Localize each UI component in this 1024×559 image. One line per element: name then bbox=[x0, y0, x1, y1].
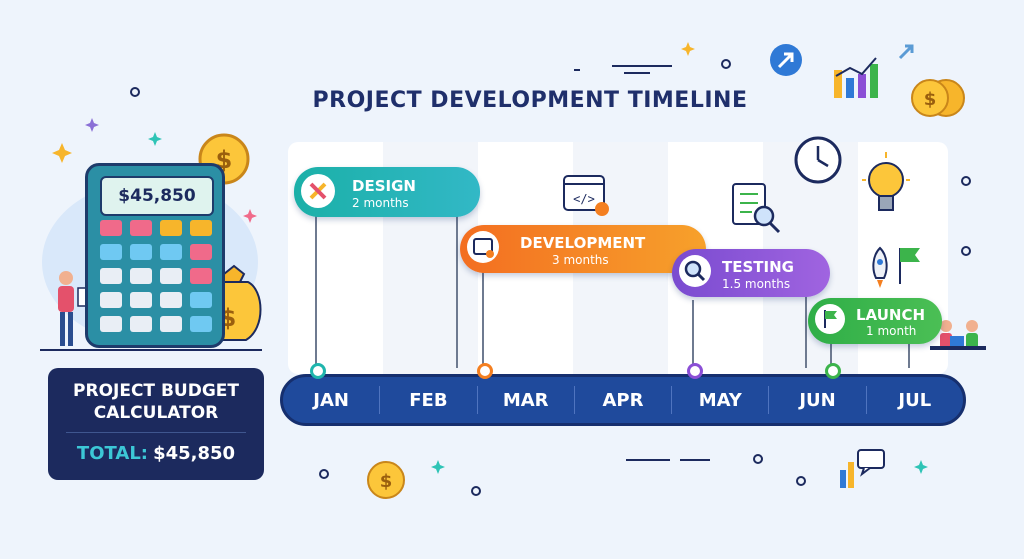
person-icon bbox=[930, 320, 986, 350]
arrow-up-right-icon bbox=[770, 44, 802, 76]
month-divider bbox=[768, 386, 770, 414]
svg-text:$: $ bbox=[924, 89, 937, 110]
month-label: MAY bbox=[698, 389, 742, 411]
budget-box: PROJECT BUDGET CALCULATOR TOTAL: $45,850 bbox=[48, 368, 264, 480]
month-divider bbox=[573, 386, 575, 414]
phase-marker bbox=[477, 363, 493, 379]
page-title: PROJECT DEVELOPMENT TIMELINE bbox=[312, 88, 748, 113]
sparkle-icon bbox=[243, 209, 257, 223]
month-label: MAR bbox=[502, 389, 549, 411]
arrow-up-right-icon bbox=[898, 44, 914, 60]
code-window-icon: </> bbox=[563, 175, 609, 216]
month-divider bbox=[865, 386, 867, 414]
phase-marker bbox=[825, 363, 841, 379]
phase-design: DESIGN 2 months bbox=[294, 167, 480, 217]
lightbulb-icon bbox=[862, 152, 910, 211]
circle-ornament bbox=[130, 59, 971, 496]
bar-chart-icon bbox=[840, 462, 854, 488]
phase-launch: LAUNCH 1 month bbox=[808, 298, 942, 344]
month-axis: JAN FEB MAR APR MAY JUN JUL bbox=[280, 374, 966, 426]
phase-name: DESIGN bbox=[352, 177, 416, 195]
total-label: TOTAL: bbox=[76, 443, 148, 464]
dash-ornament bbox=[574, 65, 710, 461]
phase-name: LAUNCH bbox=[856, 306, 926, 324]
phase-connector bbox=[830, 342, 832, 368]
calculator-display: $45,850 bbox=[100, 176, 214, 216]
code-window-icon bbox=[467, 231, 499, 263]
phase-duration: 3 months bbox=[552, 253, 609, 267]
rocket-icon bbox=[872, 246, 888, 288]
phase-name: TESTING bbox=[722, 258, 794, 276]
calculator-keypad bbox=[100, 220, 212, 332]
sparkle-icon bbox=[52, 42, 695, 163]
phase-testing: TESTING 1.5 months bbox=[672, 249, 830, 297]
phase-connector bbox=[908, 342, 910, 368]
phase-connector bbox=[456, 212, 458, 368]
phase-connector bbox=[315, 210, 317, 368]
phase-duration: 2 months bbox=[352, 196, 409, 210]
month-label: JUL bbox=[898, 389, 932, 411]
sparkle-icon bbox=[148, 132, 928, 474]
checklist-magnifier-icon bbox=[732, 183, 781, 234]
month-divider bbox=[671, 386, 673, 414]
phase-connector bbox=[805, 280, 807, 368]
svg-text:$: $ bbox=[380, 471, 393, 492]
month-divider bbox=[476, 386, 478, 414]
phase-development: DEVELOPMENT 3 months bbox=[460, 225, 706, 273]
phase-connector bbox=[692, 300, 694, 368]
flag-icon bbox=[899, 248, 920, 284]
month-label: FEB bbox=[409, 389, 448, 411]
calculator: $45,850 bbox=[85, 163, 225, 348]
phase-marker bbox=[687, 363, 703, 379]
phase-name: DEVELOPMENT bbox=[520, 234, 646, 252]
flag-icon bbox=[815, 304, 845, 334]
budget-title-line2: CALCULATOR bbox=[93, 403, 219, 423]
month-label: JAN bbox=[313, 389, 349, 411]
magnifier-icon bbox=[679, 255, 711, 287]
bar-chart-icon bbox=[834, 57, 878, 98]
dollar-coin-icon: $ bbox=[911, 79, 965, 117]
sparkle-icon bbox=[85, 118, 99, 132]
pencil-ruler-icon bbox=[301, 174, 335, 208]
budget-divider bbox=[66, 432, 246, 433]
chat-bubble-icon bbox=[857, 449, 885, 477]
budget-title-line1: PROJECT BUDGET bbox=[73, 381, 239, 401]
month-divider bbox=[379, 386, 381, 414]
phase-connector bbox=[482, 272, 484, 368]
phase-duration: 1 month bbox=[866, 324, 917, 338]
clock-icon bbox=[794, 136, 842, 184]
dollar-coin-icon: $ bbox=[367, 461, 405, 499]
month-label: JUN bbox=[799, 389, 836, 411]
total-value: $45,850 bbox=[153, 443, 236, 464]
phase-duration: 1.5 months bbox=[722, 277, 791, 291]
phase-marker bbox=[310, 363, 326, 379]
svg-text:</>: </> bbox=[573, 192, 595, 206]
month-label: APR bbox=[602, 389, 644, 411]
calculator-key bbox=[100, 220, 212, 332]
